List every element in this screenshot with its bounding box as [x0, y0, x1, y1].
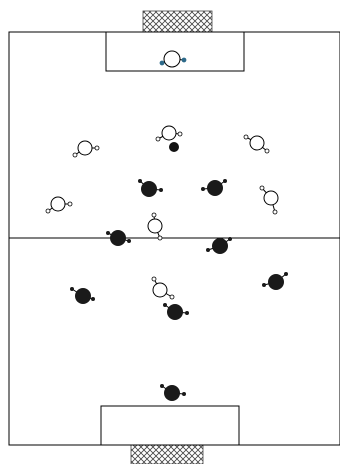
top-goal-net-icon	[142, 10, 213, 33]
player-hand	[160, 384, 164, 388]
player-hand	[159, 188, 163, 192]
player-body	[163, 50, 181, 68]
bottom-goal-net-icon	[130, 444, 204, 464]
player-body	[77, 140, 93, 156]
player-hand	[201, 187, 205, 191]
player-hand	[155, 136, 161, 142]
player-hand	[272, 209, 278, 215]
player-body	[167, 304, 183, 320]
black-player-marker	[201, 179, 227, 196]
player-hand	[45, 208, 51, 214]
player-hand	[169, 294, 175, 300]
ball-icon	[169, 142, 179, 152]
player-hand	[284, 272, 288, 276]
player-body	[152, 282, 168, 298]
black-player-marker	[160, 384, 186, 401]
player-hand	[72, 152, 78, 158]
player-body	[75, 288, 91, 304]
black-player-marker	[70, 287, 95, 304]
player-body	[141, 181, 157, 197]
player-hand	[70, 287, 74, 291]
white-player-marker	[259, 185, 279, 215]
black-player-marker	[163, 303, 189, 320]
black-player-marker	[262, 272, 288, 290]
white-player-marker	[45, 196, 73, 214]
bottom-penalty-box	[100, 405, 240, 446]
player-hand	[223, 179, 227, 183]
player-hand	[181, 57, 187, 63]
player-hand	[138, 179, 142, 183]
player-hand	[127, 239, 131, 243]
player-hand	[106, 231, 110, 235]
player-body	[212, 238, 228, 254]
black-player-marker	[106, 230, 131, 246]
black-player-marker	[138, 179, 163, 197]
player-hand	[151, 212, 157, 218]
player-body	[110, 230, 126, 246]
white-player-marker	[151, 276, 175, 300]
player-hand	[182, 392, 186, 396]
player-hand	[262, 283, 266, 287]
white-player-marker	[243, 134, 270, 154]
player-hand	[259, 185, 265, 191]
player-hand	[91, 297, 95, 301]
player-hand	[157, 235, 163, 241]
player-hand	[206, 248, 210, 252]
player-hand	[67, 201, 73, 207]
player-hand	[177, 131, 183, 137]
player-hand	[159, 60, 165, 66]
player-hand	[264, 148, 270, 154]
player-body	[161, 125, 177, 141]
player-hand	[185, 311, 189, 315]
player-body	[263, 190, 279, 206]
player-body	[268, 274, 284, 290]
player-hand	[151, 276, 157, 282]
white-player-marker	[147, 212, 163, 241]
white-player-marker	[155, 125, 183, 142]
white-player-marker	[72, 140, 100, 158]
player-hand	[94, 145, 100, 151]
player-body	[50, 196, 66, 212]
player-body	[147, 218, 163, 234]
player-body	[164, 385, 180, 401]
player-body	[249, 135, 265, 151]
player-hand	[228, 237, 232, 241]
player-body	[207, 180, 223, 196]
player-hand	[243, 134, 249, 140]
black-player-marker	[206, 237, 232, 254]
top-penalty-box	[105, 31, 245, 72]
white-goalkeeper-marker	[159, 50, 187, 68]
player-hand	[163, 303, 167, 307]
players-layer	[45, 50, 288, 401]
